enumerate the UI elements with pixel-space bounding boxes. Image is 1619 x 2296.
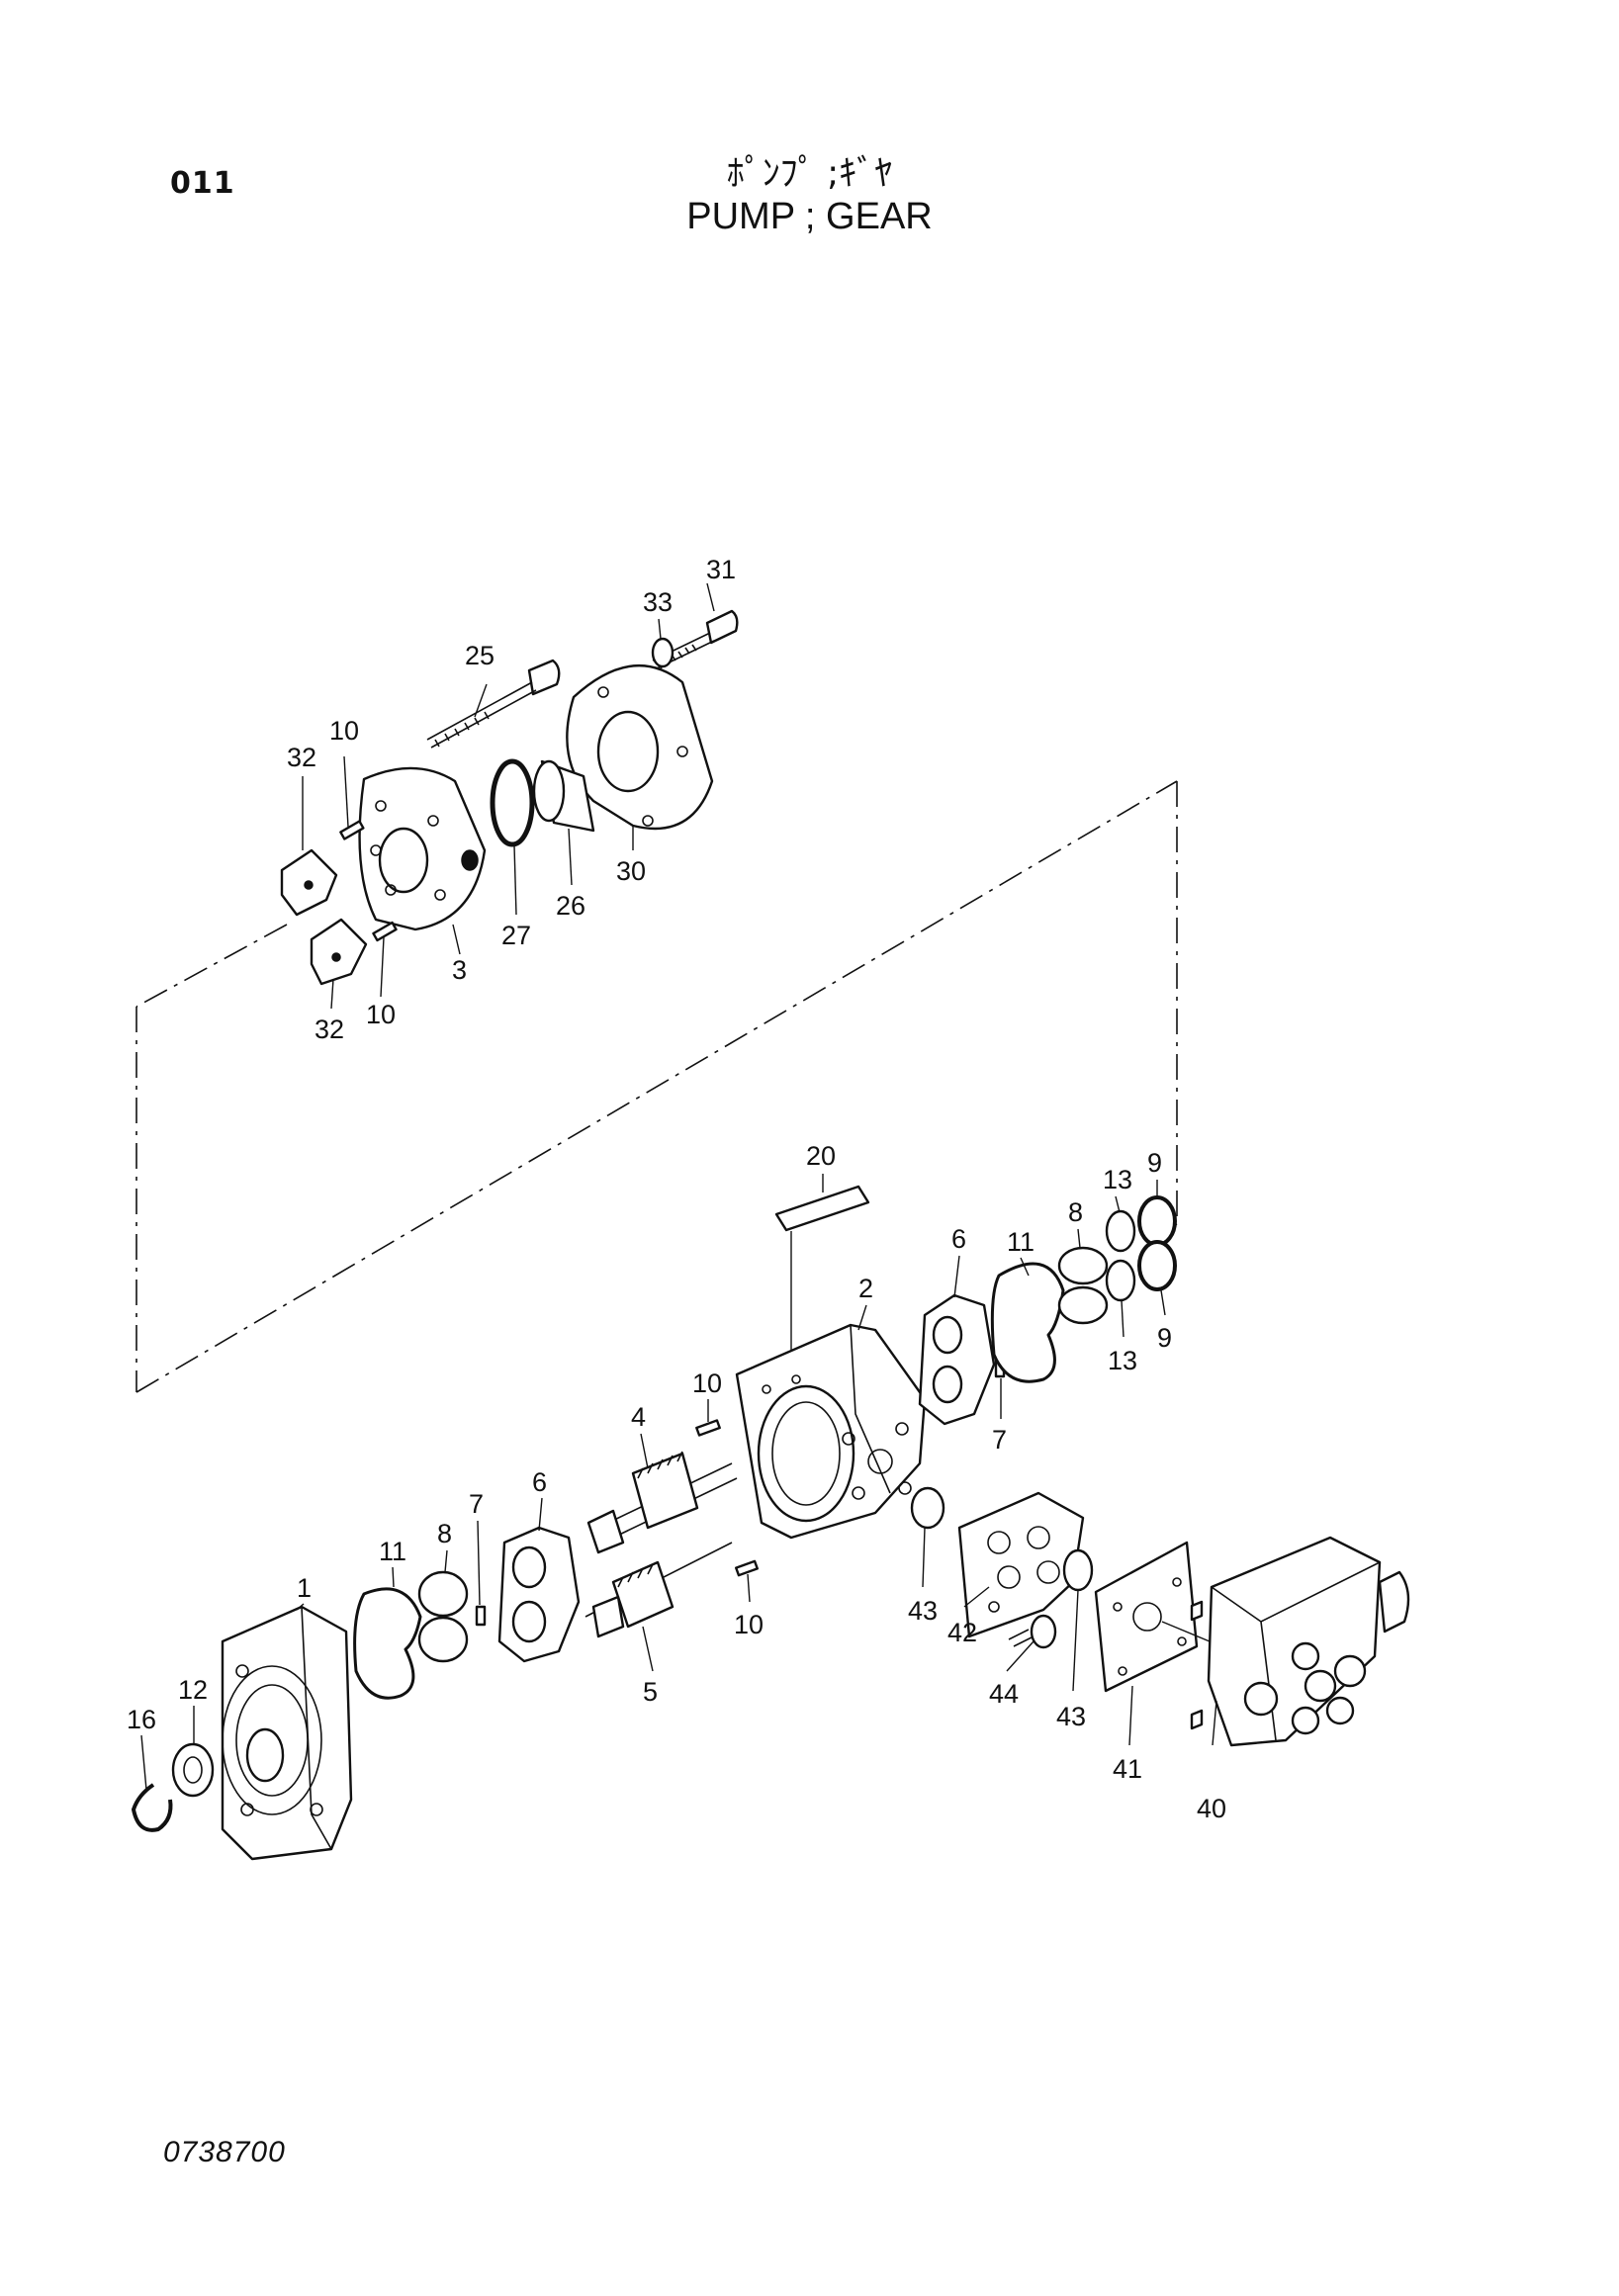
label-9-a: 9 bbox=[1147, 1148, 1162, 1178]
snap-ring-16 bbox=[132, 1783, 173, 1832]
name-plate-20 bbox=[774, 1185, 870, 1232]
seal-8-upper bbox=[1057, 1246, 1109, 1325]
label-10-b: 10 bbox=[366, 1000, 396, 1029]
o-ring-43-left bbox=[910, 1486, 945, 1530]
label-32-b: 32 bbox=[315, 1015, 344, 1044]
label-40: 40 bbox=[1197, 1794, 1226, 1823]
label-10-c: 10 bbox=[692, 1369, 722, 1398]
upper-assembly bbox=[280, 582, 739, 1010]
label-27: 27 bbox=[501, 921, 531, 950]
part-number-labels: 31 33 25 10 32 30 26 27 3 10 32 20 11 8 … bbox=[127, 555, 1226, 1823]
flange-plate-30 bbox=[566, 663, 714, 831]
title-english: PUMP ; GEAR bbox=[686, 196, 933, 237]
ring-13-upper bbox=[1105, 1209, 1136, 1253]
pin-10-lower bbox=[372, 921, 398, 942]
valve-block-40 bbox=[1190, 1536, 1410, 1747]
o-ring-43-right bbox=[1062, 1548, 1094, 1592]
label-9-b: 9 bbox=[1157, 1323, 1172, 1353]
label-13-a: 13 bbox=[1103, 1165, 1132, 1194]
title-japanese: ﾎﾟﾝﾌﾟ ;ｷﾞﾔ bbox=[726, 153, 893, 194]
label-8-a: 8 bbox=[1068, 1197, 1083, 1227]
label-43-b: 43 bbox=[1056, 1702, 1086, 1731]
washer-33 bbox=[651, 637, 675, 668]
label-20: 20 bbox=[806, 1141, 836, 1171]
label-32-a: 32 bbox=[287, 743, 316, 772]
label-7-b: 7 bbox=[469, 1489, 484, 1519]
label-41: 41 bbox=[1113, 1754, 1142, 1784]
long-bolt-25 bbox=[426, 659, 561, 749]
gear-shaft-5 bbox=[585, 1542, 733, 1638]
middle-assembly bbox=[585, 1174, 1177, 1638]
lower-left-assembly bbox=[132, 1497, 751, 1861]
ring-13-lower bbox=[1105, 1259, 1136, 1302]
label-4: 4 bbox=[631, 1402, 646, 1432]
label-8-b: 8 bbox=[437, 1519, 452, 1548]
gasket-11-upper bbox=[990, 1262, 1065, 1383]
pin-10-upper bbox=[339, 820, 365, 840]
label-26: 26 bbox=[556, 891, 585, 921]
seal-8-left bbox=[417, 1570, 469, 1663]
label-33: 33 bbox=[643, 587, 673, 617]
gasket-11-left bbox=[353, 1587, 422, 1700]
document-number: 0738700 bbox=[163, 2136, 286, 2168]
pump-body-2 bbox=[735, 1323, 927, 1540]
bearing-block-6-left bbox=[497, 1526, 581, 1663]
plate-41 bbox=[1094, 1541, 1199, 1693]
block-32-lower bbox=[310, 918, 368, 986]
oil-seal-12 bbox=[171, 1742, 215, 1798]
label-1: 1 bbox=[297, 1573, 312, 1603]
label-10-a: 10 bbox=[329, 716, 359, 746]
label-5: 5 bbox=[643, 1677, 658, 1707]
label-16: 16 bbox=[127, 1705, 156, 1734]
label-11-a: 11 bbox=[1007, 1227, 1034, 1257]
label-44: 44 bbox=[989, 1679, 1019, 1709]
label-30: 30 bbox=[616, 856, 646, 886]
label-25: 25 bbox=[465, 641, 495, 670]
o-ring-27 bbox=[490, 758, 535, 847]
bolt-44 bbox=[1008, 1614, 1057, 1649]
label-6-b: 6 bbox=[532, 1467, 547, 1497]
label-2: 2 bbox=[858, 1274, 873, 1303]
label-11-b: 11 bbox=[379, 1537, 406, 1566]
label-7-a: 7 bbox=[992, 1425, 1007, 1455]
bearing-block-6-right bbox=[918, 1293, 996, 1426]
label-43-a: 43 bbox=[908, 1596, 938, 1626]
label-13-b: 13 bbox=[1108, 1346, 1137, 1375]
block-32-upper bbox=[280, 848, 338, 917]
label-6-a: 6 bbox=[951, 1224, 966, 1254]
label-42: 42 bbox=[947, 1618, 977, 1647]
pin-10-lower-middle bbox=[735, 1559, 759, 1577]
cover-3 bbox=[358, 766, 487, 931]
label-31: 31 bbox=[706, 555, 736, 584]
bushing-26 bbox=[532, 759, 595, 833]
label-3: 3 bbox=[452, 955, 467, 985]
label-12: 12 bbox=[178, 1675, 208, 1705]
ring-9-upper bbox=[1137, 1195, 1177, 1247]
lower-right-assembly bbox=[910, 1486, 1410, 1747]
gear-shaft-4 bbox=[586, 1451, 738, 1554]
end-cover-1 bbox=[221, 1605, 353, 1861]
pin-7-lower bbox=[475, 1605, 487, 1627]
ring-9-lower bbox=[1137, 1240, 1177, 1291]
label-10-d: 10 bbox=[734, 1610, 764, 1639]
pin-10-middle bbox=[695, 1419, 721, 1437]
page-code: 011 bbox=[170, 166, 235, 201]
